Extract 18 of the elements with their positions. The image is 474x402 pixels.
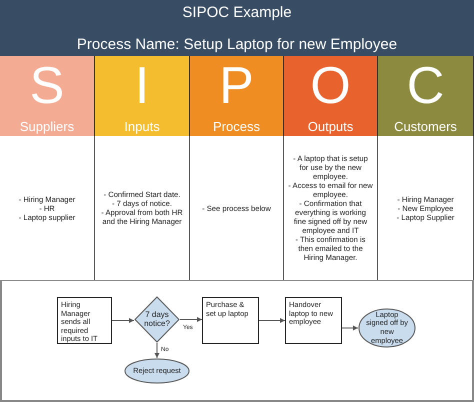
arrow	[180, 317, 202, 322]
column-letter: C	[406, 58, 446, 114]
column-letter: O	[309, 58, 352, 114]
diagram-title: SIPOC Example	[181, 4, 293, 21]
column-name: Customers	[393, 119, 458, 134]
column-name: Process	[212, 119, 261, 134]
arrow	[342, 326, 358, 330]
column-name: Outputs	[306, 119, 354, 134]
process-name: Process Name: Setup Laptop for new Employee	[76, 36, 398, 53]
column-letter: P	[218, 58, 255, 114]
column-name: Suppliers	[18, 119, 76, 134]
arrow	[112, 318, 134, 323]
column-letter: S	[28, 58, 66, 114]
decision-diamond: 7 days notice?	[134, 296, 180, 343]
arrow	[154, 342, 160, 358]
arrow	[258, 318, 286, 323]
column-letter: I	[134, 58, 150, 114]
column-name: Inputs	[123, 119, 161, 134]
